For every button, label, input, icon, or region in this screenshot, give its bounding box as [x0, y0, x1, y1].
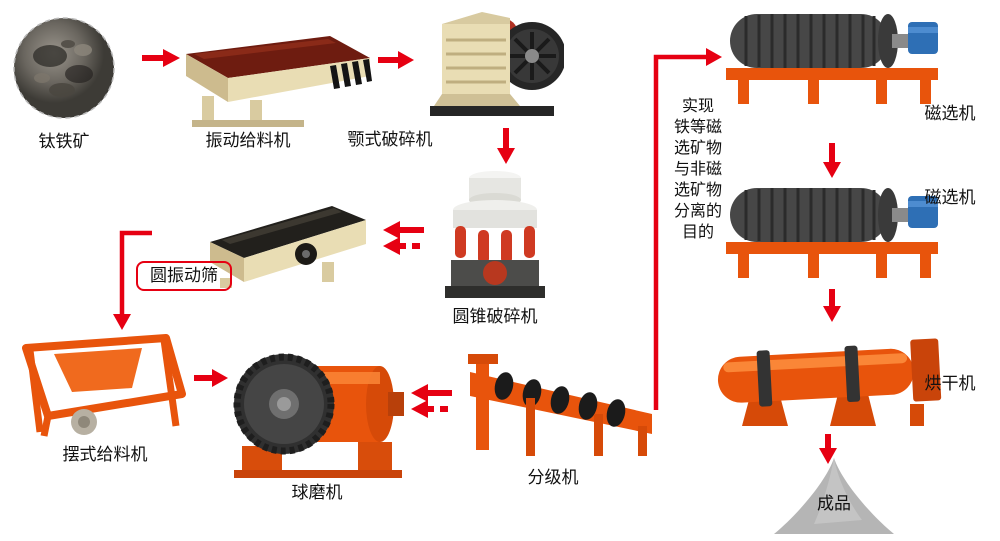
ore-illustration [13, 17, 115, 119]
label-classifier: 分级机 [527, 468, 579, 487]
label-dryer: 烘干机 [924, 374, 976, 393]
product-pile-illustration [774, 458, 894, 534]
ball-mill-illustration [233, 353, 404, 478]
magnetic-separator-1-illustration [726, 14, 938, 104]
note-line: 实现 [681, 98, 714, 115]
pendulum-feeder-machine [14, 328, 190, 444]
arrow-ball-mill-classifier-dashed [411, 400, 452, 418]
arrow-pendulum-feeder-to-ball-mill [194, 369, 228, 387]
ore-photo [12, 14, 116, 122]
note-line: 铁等磁 [673, 119, 722, 136]
vibrating-feeder-machine [180, 24, 376, 128]
label-ore: 钛铁矿 [38, 132, 90, 151]
label-jaw-crusher: 颚式破碎机 [347, 130, 433, 149]
note-line: 目的 [681, 224, 714, 241]
label-cone-crusher: 圆锥破碎机 [452, 307, 538, 326]
dryer-tyre [844, 345, 861, 402]
separator-motor [908, 22, 938, 54]
label-ball-mill: 球磨机 [291, 483, 343, 502]
jaw-crusher-illustration [430, 12, 564, 116]
arrow-screen-return-dashed [383, 237, 424, 255]
dryer-illustration [717, 338, 942, 426]
label-vibrating-feeder: 振动给料机 [205, 131, 291, 150]
label-magnetic-separator-1: 磁选机 [924, 104, 976, 123]
arrow-cone-crusher-to-screen [383, 221, 424, 239]
arrow-jaw-crusher-to-cone-crusher [497, 128, 515, 164]
arrow-classifier-to-ball-mill [411, 384, 452, 402]
dryer-tyre [756, 350, 773, 407]
arrow-ore-to-feeder [142, 49, 180, 67]
magnetic-separator-1-machine [724, 6, 944, 108]
label-pendulum-feeder: 摆式给料机 [62, 445, 148, 464]
label-vibrating-screen: 圆振动筛 [136, 261, 232, 291]
label-magnetic-separator-2: 磁选机 [924, 188, 976, 207]
jaw-crusher-machine [424, 8, 564, 124]
note-line: 选矿物 [673, 140, 722, 157]
note-line: 与非磁 [673, 161, 722, 178]
magnetic-separator-2-illustration [726, 188, 938, 278]
dryer-machine [714, 324, 946, 432]
spiral-flights [494, 372, 626, 427]
cone-crusher-machine [438, 164, 552, 306]
pendulum-feeder-illustration [22, 334, 186, 437]
note-line: 分离的 [673, 203, 722, 220]
hydraulic-cylinders [455, 226, 535, 264]
classifier-illustration [468, 354, 652, 456]
vibrating-feeder-illustration [186, 36, 372, 127]
note-line: 选矿物 [673, 182, 722, 199]
classifier-machine [456, 350, 660, 458]
magnetic-separator-2-machine [724, 180, 944, 282]
process-purpose-note: 实现 铁等磁 选矿物 与非磁 选矿物 分离的 目的 [668, 96, 728, 243]
grizzly-bars [330, 59, 372, 89]
arrow-separator1-to-separator2 [823, 143, 841, 178]
label-product: 成品 [817, 494, 851, 513]
arrow-separator2-to-dryer [823, 289, 841, 322]
ball-mill-machine [226, 340, 406, 480]
arrow-feeder-to-jaw-crusher [378, 51, 414, 69]
product-pile [770, 454, 898, 538]
cone-crusher-illustration [445, 171, 545, 298]
